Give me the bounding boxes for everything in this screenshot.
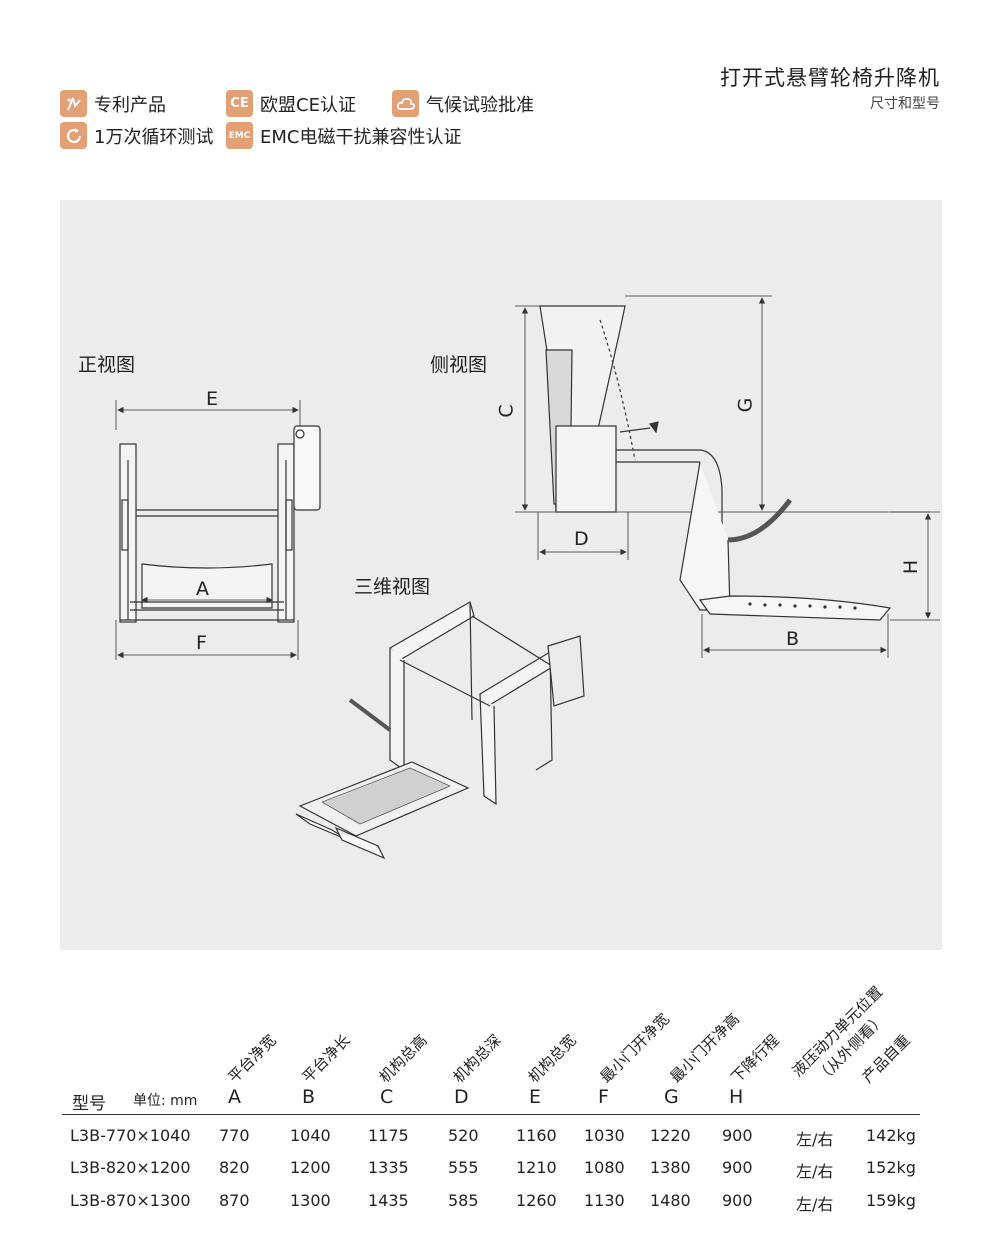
cell-e: 1260: [516, 1191, 557, 1210]
feature-label: 专利产品: [94, 94, 166, 116]
col-letter-g: G: [664, 1086, 679, 1108]
emc-icon: EMC: [226, 122, 253, 149]
col-desc-c: 机构总高: [375, 1031, 431, 1087]
cloud-icon: [392, 90, 419, 117]
cell-d: 555: [448, 1158, 479, 1177]
side-view-drawing: [515, 295, 940, 658]
page-title: 打开式悬臂轮椅升降机: [720, 66, 940, 90]
cell-pump: 左/右: [796, 1130, 834, 1149]
cell-weight: 159kg: [866, 1191, 916, 1210]
ce-mark-text: CE: [230, 96, 249, 111]
feature-label: 气候试验批准: [426, 94, 534, 116]
feature-ce: CE 欧盟CE认证: [226, 90, 356, 117]
cell-b: 1300: [290, 1191, 331, 1210]
feature-cycle: 1万次循环测试: [60, 122, 213, 149]
cell-d: 585: [448, 1191, 479, 1210]
model-header: 型号: [72, 1094, 106, 1114]
emc-icon-text: EMC: [228, 130, 251, 141]
dim-label-a: A: [196, 578, 209, 600]
cell-f: 1030: [584, 1126, 625, 1145]
feature-label: 欧盟CE认证: [260, 94, 356, 116]
col-desc-weight: 产品自重: [858, 1031, 914, 1087]
cell-a: 770: [219, 1126, 250, 1145]
col-desc-pump-note: （从外侧看）: [812, 1009, 889, 1087]
col-letter-e: E: [529, 1086, 542, 1108]
table-header-rule: [62, 1114, 920, 1115]
cell-h: 900: [722, 1126, 753, 1145]
col-desc-b: 平台净长: [298, 1031, 354, 1087]
side-view-label: 侧视图: [430, 354, 488, 376]
dim-label-d: D: [574, 528, 589, 550]
cell-f: 1130: [584, 1191, 625, 1210]
cell-f: 1080: [584, 1158, 625, 1177]
cell-pump: 左/右: [796, 1162, 834, 1181]
cell-g: 1380: [650, 1158, 691, 1177]
front-view-drawing: [115, 400, 321, 660]
technical-drawings: [115, 295, 940, 860]
cell-model: L3B-770×1040: [70, 1126, 191, 1145]
col-desc-e: 机构总宽: [524, 1031, 580, 1087]
col-desc-f: 最小门开净宽: [596, 1009, 673, 1087]
col-letter-f: F: [598, 1086, 609, 1108]
page-subtitle: 尺寸和型号: [870, 96, 940, 112]
cell-h: 900: [722, 1158, 753, 1177]
side-platform-holes: [748, 602, 857, 610]
col-letter-d: D: [454, 1086, 469, 1108]
dim-label-h: H: [900, 559, 923, 575]
cycle-icon: [60, 122, 87, 149]
col-letter-h: H: [729, 1086, 744, 1108]
feature-emc: EMC EMC电磁干扰兼容性认证: [226, 122, 461, 149]
cell-g: 1220: [650, 1126, 691, 1145]
col-desc-pump: 液压动力单元位置: [788, 982, 887, 1081]
cell-model: L3B-820×1200: [70, 1158, 191, 1177]
cell-h: 900: [722, 1191, 753, 1210]
cell-pump: 左/右: [796, 1195, 834, 1214]
cell-weight: 152kg: [866, 1158, 916, 1177]
feature-label: 1万次循环测试: [94, 126, 214, 148]
col-letter-b: B: [302, 1086, 316, 1108]
col-desc-a: 平台净宽: [224, 1031, 280, 1087]
cell-c: 1335: [368, 1158, 409, 1177]
dim-label-g: G: [734, 397, 757, 413]
patent-icon: [60, 90, 87, 117]
iso-view-drawing: [295, 601, 585, 860]
cell-e: 1160: [516, 1126, 557, 1145]
drawing-panel: 正视图 侧视图 三维视图 E A F C G D H B: [60, 200, 942, 950]
dim-label-b: B: [786, 628, 800, 650]
dim-label-f: F: [196, 632, 207, 654]
col-desc-d: 机构总深: [449, 1031, 505, 1087]
cell-c: 1175: [368, 1126, 409, 1145]
ce-mark-icon: CE: [226, 90, 253, 117]
col-letter-c: C: [380, 1086, 394, 1108]
cell-c: 1435: [368, 1191, 409, 1210]
cell-model: L3B-870×1300: [70, 1191, 191, 1210]
front-view-label: 正视图: [78, 354, 136, 376]
iso-view-label: 三维视图: [354, 576, 431, 598]
cell-d: 520: [448, 1126, 479, 1145]
col-letter-a: A: [228, 1086, 241, 1108]
feature-climate: 气候试验批准: [392, 90, 534, 117]
col-desc-g: 最小门开净高: [666, 1009, 743, 1087]
dim-label-c: C: [495, 404, 518, 418]
feature-label: EMC电磁干扰兼容性认证: [260, 126, 462, 148]
feature-patent: 专利产品: [60, 90, 166, 117]
cell-weight: 142kg: [866, 1126, 916, 1145]
cell-a: 820: [219, 1158, 250, 1177]
cell-a: 870: [219, 1191, 250, 1210]
col-desc-h: 下降行程: [727, 1031, 783, 1087]
cell-e: 1210: [516, 1158, 557, 1177]
cell-b: 1200: [290, 1158, 331, 1177]
cell-b: 1040: [290, 1126, 331, 1145]
unit-label: 单位: mm: [133, 1093, 198, 1109]
cell-g: 1480: [650, 1191, 691, 1210]
dim-label-e: E: [206, 388, 219, 410]
